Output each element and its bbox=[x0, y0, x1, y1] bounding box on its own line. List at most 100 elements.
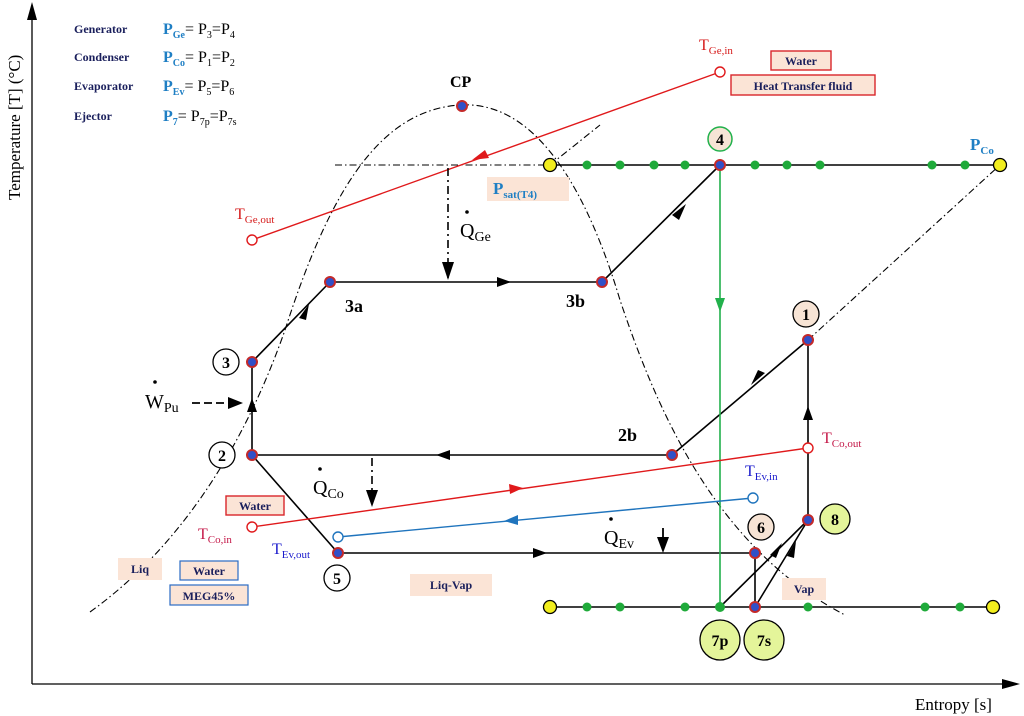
label-3a: 3a bbox=[345, 296, 363, 316]
pco-label: PCo bbox=[970, 135, 994, 157]
point-4 bbox=[714, 159, 726, 171]
arrow-icon bbox=[436, 450, 450, 460]
point-2b bbox=[666, 449, 678, 461]
green-dot bbox=[927, 160, 937, 170]
cp-point bbox=[456, 100, 468, 112]
state-labels: 4 1 3 2 5 6 8 7p 7s bbox=[208, 126, 851, 661]
critical-point-label: CP bbox=[450, 74, 472, 91]
arrow-icon bbox=[751, 370, 765, 385]
t-ev-out-label: TEv,out bbox=[272, 541, 310, 561]
arrow-icon bbox=[366, 490, 378, 507]
green-dot bbox=[649, 160, 659, 170]
state-label-8: 8 bbox=[831, 512, 839, 529]
state-label-7p: 7p bbox=[712, 633, 729, 650]
state-label-4: 4 bbox=[716, 132, 724, 149]
state-label-6: 6 bbox=[757, 520, 765, 537]
meg-box bbox=[169, 584, 249, 606]
state-circle-5 bbox=[323, 564, 351, 592]
point-3a bbox=[324, 276, 336, 288]
path-7s-8 bbox=[754, 519, 809, 608]
arrow-icon bbox=[299, 304, 309, 320]
arrow-icon bbox=[787, 541, 796, 558]
x-axis-arrow-icon bbox=[1002, 679, 1020, 689]
point-5 bbox=[332, 547, 344, 559]
arrow-icon bbox=[533, 548, 547, 558]
legend-name: Evaporator bbox=[74, 79, 134, 93]
arrow-icon bbox=[442, 262, 454, 280]
path-3b-4 bbox=[601, 164, 721, 283]
legend-row-ejector: Ejector P7= P7p=P7s bbox=[74, 108, 237, 128]
t-co-in-point bbox=[246, 521, 258, 533]
isobar-psat-tail bbox=[549, 124, 601, 166]
legend-row-evaporator: Evaporator PEv= P5=P6 bbox=[74, 78, 234, 98]
liq-box bbox=[118, 558, 162, 580]
evaporator-meg-line bbox=[337, 497, 754, 538]
state-points bbox=[246, 100, 814, 613]
water-top-label: Water bbox=[785, 54, 818, 68]
t-ge-out-label: TGe,out bbox=[235, 206, 274, 226]
label-3b: 3b bbox=[566, 291, 585, 311]
state-label-1: 1 bbox=[802, 307, 810, 324]
q-co-label: QCo bbox=[313, 477, 344, 502]
water-co-box bbox=[225, 495, 285, 516]
point-1 bbox=[802, 334, 814, 346]
arrow-icon bbox=[247, 398, 257, 412]
ejector-left-yellow-point bbox=[542, 599, 558, 615]
path-3-3a bbox=[251, 281, 331, 363]
green-dot bbox=[582, 160, 592, 170]
arrow-icon bbox=[715, 298, 725, 312]
t-ge-in-label: TGe,in bbox=[699, 37, 733, 57]
condenser-water-line bbox=[251, 447, 809, 528]
path-2-5 bbox=[251, 454, 339, 554]
legend-name: Generator bbox=[74, 22, 128, 36]
state-label-3: 3 bbox=[222, 355, 230, 372]
liq-label: Liq bbox=[131, 562, 149, 576]
green-dot bbox=[960, 160, 970, 170]
state-circle-6 bbox=[747, 513, 775, 541]
htf-box bbox=[730, 74, 876, 96]
arrow-icon bbox=[672, 204, 686, 220]
liqvap-label: Liq-Vap bbox=[430, 578, 473, 592]
arrow-icon bbox=[504, 515, 518, 525]
q-co-dot-icon bbox=[318, 467, 322, 471]
green-dot bbox=[680, 602, 690, 612]
water-ev-label: Water bbox=[193, 564, 226, 578]
fluid-boxes: Water Heat Transfer fluid Water Liq Wate… bbox=[118, 50, 876, 606]
state-circle-3 bbox=[212, 348, 240, 376]
green-dot bbox=[782, 160, 792, 170]
green-dot bbox=[615, 160, 625, 170]
q-ev-dot-icon bbox=[609, 517, 613, 521]
point-7s bbox=[749, 601, 761, 613]
legend-row-generator: Generator PGe= P3=P4 bbox=[74, 21, 235, 41]
arrow-icon bbox=[509, 484, 523, 494]
arrow-icon bbox=[228, 397, 243, 409]
state-label-5: 5 bbox=[333, 571, 341, 588]
isobar-markers bbox=[582, 160, 970, 612]
t-ge-in-point bbox=[714, 66, 726, 78]
path-7p-8 bbox=[719, 519, 809, 608]
point-3b bbox=[596, 276, 608, 288]
state-circle-1 bbox=[792, 300, 820, 328]
label-2b: 2b bbox=[618, 425, 637, 445]
psat-box bbox=[487, 177, 569, 201]
q-ge-label: QGe bbox=[460, 220, 491, 245]
cycle-paths bbox=[247, 164, 813, 608]
green-dot bbox=[615, 602, 625, 612]
point-6 bbox=[749, 547, 761, 559]
t-co-out-label: TCo,out bbox=[822, 430, 861, 450]
legend-row-condenser: Condenser PCo= P1=P2 bbox=[74, 49, 235, 69]
ejector-right-yellow-point bbox=[985, 599, 1001, 615]
legend-name: Ejector bbox=[74, 109, 113, 123]
t-ev-out-point bbox=[332, 531, 344, 543]
green-dot bbox=[750, 160, 760, 170]
green-dot bbox=[803, 602, 813, 612]
state-circle-7p bbox=[699, 619, 741, 661]
psat-yellow-point bbox=[542, 157, 558, 173]
arrow-icon bbox=[497, 277, 511, 287]
pressure-legend: Generator PGe= P3=P4 Condenser PCo= P1=P… bbox=[74, 21, 237, 128]
legend-expr: PGe= P3=P4 bbox=[163, 21, 235, 41]
point-7p bbox=[715, 602, 725, 612]
point-3 bbox=[246, 356, 258, 368]
htf-label: Heat Transfer fluid bbox=[754, 79, 853, 93]
state-label-7s: 7s bbox=[757, 633, 771, 650]
